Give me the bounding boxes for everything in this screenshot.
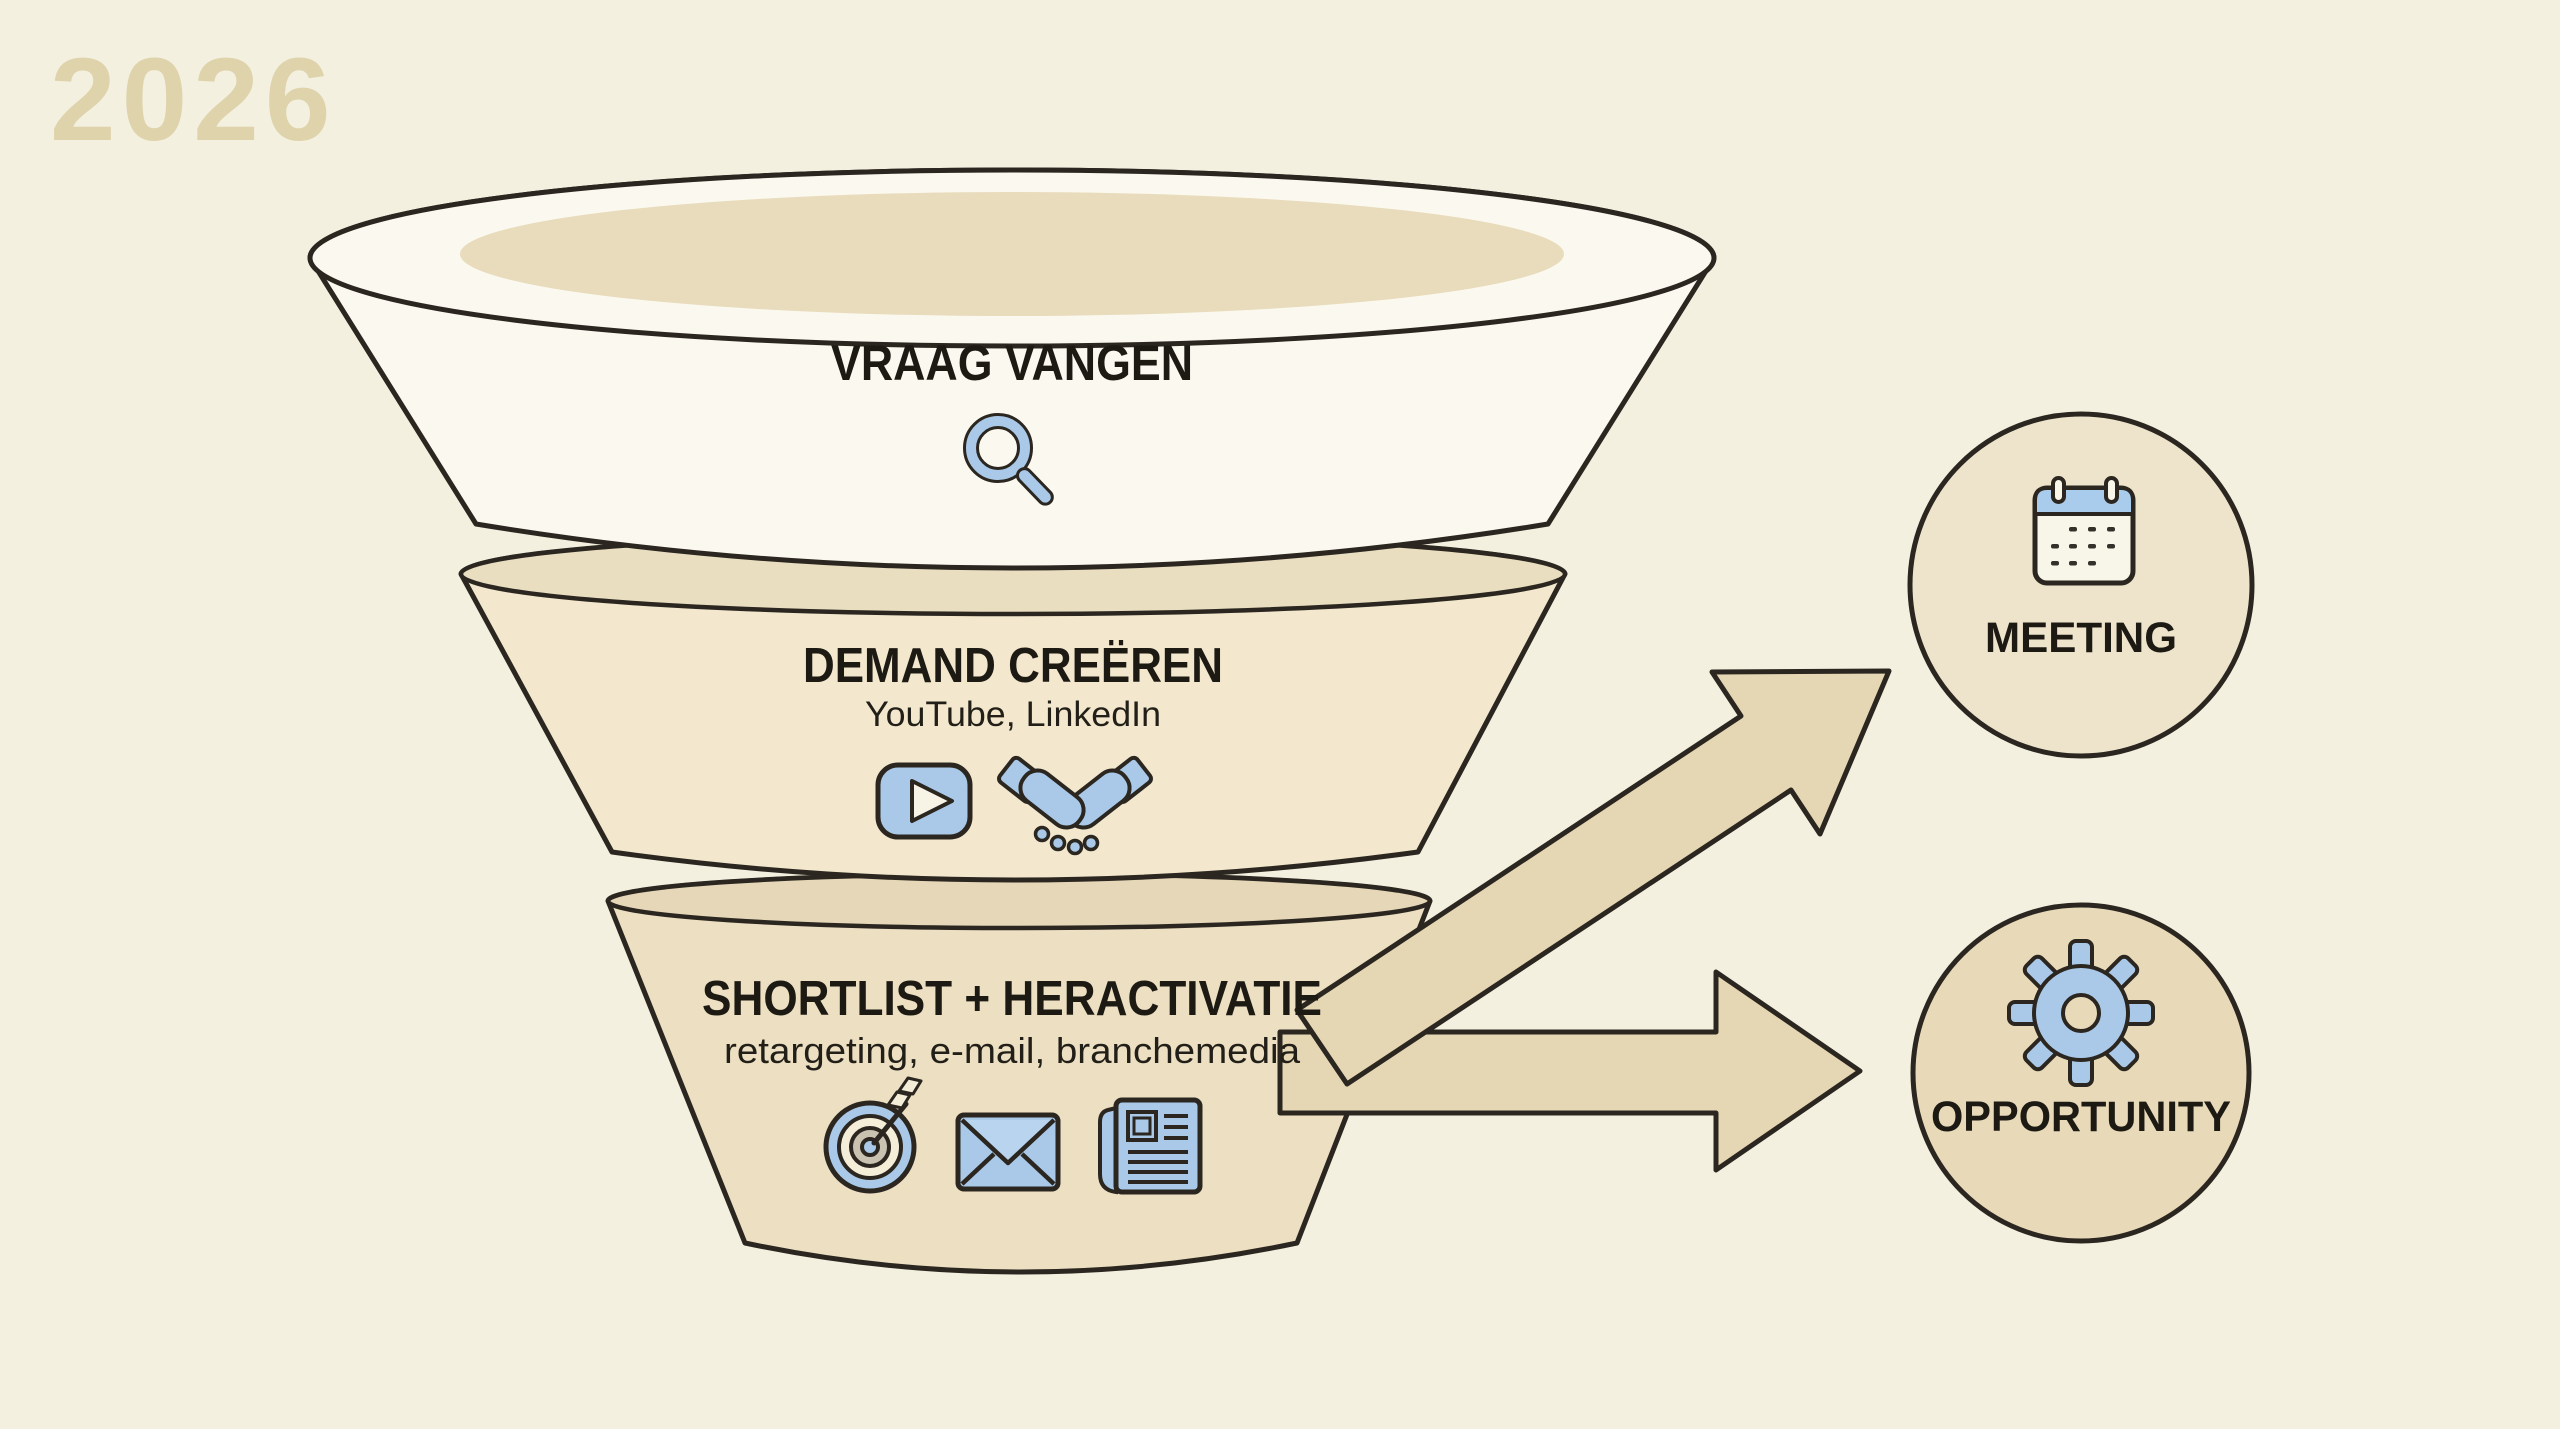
watermark-year: 2026 — [50, 34, 337, 166]
search-icon — [963, 413, 1054, 506]
funnel-stage-1 — [307, 167, 1717, 571]
funnel-stage-2 — [458, 531, 1568, 883]
meeting-label: MEETING — [1985, 614, 2177, 662]
funnel-stage-3-label: SHORTLIST + HERACTIVATIE — [702, 972, 1322, 1026]
arrow-to-opportunity — [1277, 969, 1863, 1173]
funnel-stage-2-label: DEMAND CREËREN — [803, 639, 1223, 693]
handshake-icon — [997, 755, 1153, 856]
funnel-stage-3-sublabel: retargeting, e-mail, branchemedia — [724, 1030, 1301, 1071]
funnel-stage-1-label: VRAAG VANGEN — [831, 335, 1193, 391]
funnel-stage-1-opening — [460, 192, 1564, 316]
funnel-stage-3 — [605, 871, 1433, 1275]
calendar-icon — [2032, 476, 2136, 586]
arrow-to-meeting — [1294, 668, 1892, 1087]
funnel-stage-2-sublabel: YouTube, LinkedIn — [865, 695, 1161, 734]
youtube-play-icon — [875, 762, 973, 840]
email-envelope-icon — [955, 1112, 1061, 1192]
opportunity-label: OPPORTUNITY — [1931, 1093, 2231, 1141]
target-dart-icon — [823, 1076, 923, 1194]
calendar-date-dots — [2051, 527, 2115, 566]
gear-icon — [2007, 939, 2155, 1087]
newspaper-icon — [1098, 1097, 1203, 1195]
